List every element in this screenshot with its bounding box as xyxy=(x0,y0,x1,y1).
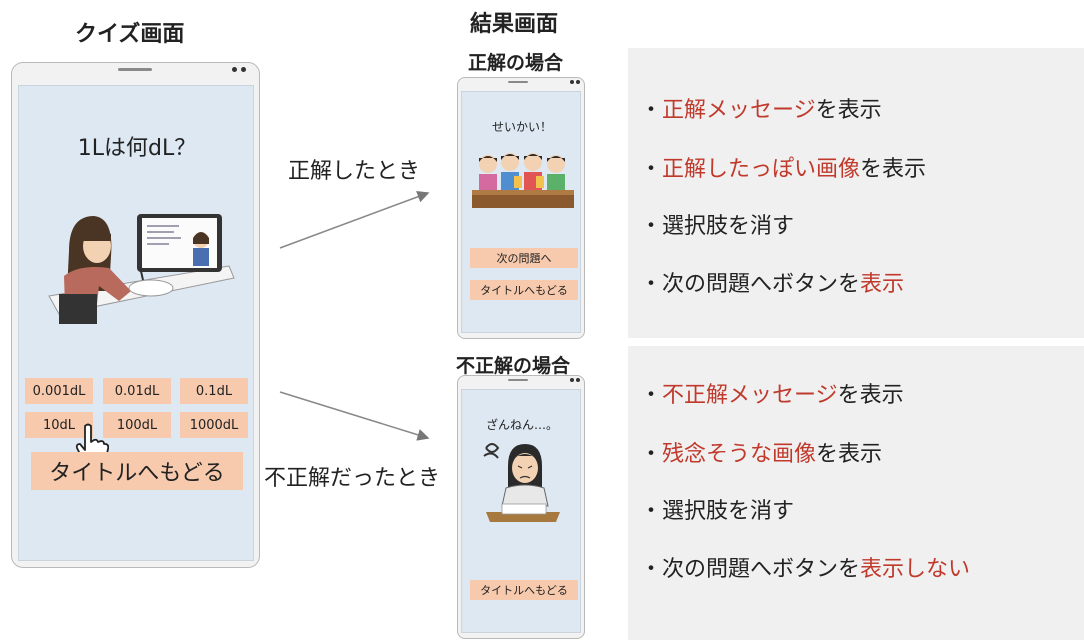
bullet-mark: ・ xyxy=(640,442,663,467)
student-studying-illustration xyxy=(48,214,235,324)
note-text: を表示 xyxy=(816,442,883,467)
answer-option-01[interactable]: 0.1dL xyxy=(180,378,248,404)
correct-note-2: ・正解したっぽい画像を表示 xyxy=(640,151,926,183)
incorrect-arrow xyxy=(279,391,430,441)
note-text: を表示 xyxy=(860,157,927,182)
correct-message: せいかい！ xyxy=(491,120,552,134)
incorrect-title-button[interactable]: タイトルへもどる xyxy=(470,580,578,600)
note-highlight: 不正解メッセージ xyxy=(662,383,838,408)
note-text: 次の問題へボタンを xyxy=(662,557,861,582)
bullet-mark: ・ xyxy=(640,557,663,582)
correct-note-3: ・選択肢を消す xyxy=(640,208,794,240)
answer-option-100[interactable]: 100dL xyxy=(103,412,171,438)
incorrect-message: ざんねん…。 xyxy=(485,418,558,432)
incorrect-notes-panel xyxy=(628,346,1084,640)
incorrect-result-phone-frame: ざんねん…。 タイトルへもどる xyxy=(457,375,585,639)
quiz-screen: 1Lは何dL？ 0.001dL 0.01dL 0.1dL 10dL 100dL xyxy=(18,85,254,561)
correct-note-1: ・正解メッセージを表示 xyxy=(640,92,882,124)
note-text: 次の問題へボタンを xyxy=(662,272,861,297)
note-highlight: 残念そうな画像 xyxy=(662,442,817,467)
correct-result-phone-frame: せいかい！ 次の問題へ タイトルへもどる xyxy=(457,77,585,339)
disappointed-illustration xyxy=(483,443,560,522)
correct-notes-panel xyxy=(628,48,1084,338)
camera-dot-icon xyxy=(232,67,237,72)
question-text: 1Lは何dL？ xyxy=(77,136,197,161)
incorrect-note-3: ・選択肢を消す xyxy=(640,493,794,525)
incorrect-case-heading: 不正解の場合 xyxy=(456,355,571,377)
note-highlight: 表示 xyxy=(860,272,905,297)
note-highlight: 正解したっぽい画像 xyxy=(662,157,861,182)
correct-result-screen: せいかい！ 次の問題へ タイトルへもどる xyxy=(461,91,581,333)
quiz-screen-heading: クイズ画面 xyxy=(75,22,185,47)
bullet-mark: ・ xyxy=(640,214,663,239)
camera-dot-icon xyxy=(241,67,246,72)
celebration-illustration xyxy=(472,153,574,208)
quiz-phone-frame: 1Lは何dL？ 0.001dL 0.01dL 0.1dL 10dL 100dL xyxy=(11,62,260,568)
incorrect-note-1: ・不正解メッセージを表示 xyxy=(640,377,904,409)
flow-arrows xyxy=(279,191,430,441)
note-highlight: 表示しない xyxy=(860,557,971,582)
correct-arrow-label: 正解したとき xyxy=(288,159,421,184)
camera-dot-icon xyxy=(576,378,580,382)
bullet-mark: ・ xyxy=(640,272,663,297)
correct-case-heading: 正解の場合 xyxy=(468,52,564,74)
note-highlight: 正解メッセージ xyxy=(662,98,816,123)
incorrect-arrow-label: 不正解だったとき xyxy=(264,466,441,491)
correct-note-4: ・次の問題へボタンを表示 xyxy=(640,266,904,298)
correct-title-button[interactable]: タイトルへもどる xyxy=(470,280,578,300)
bullet-mark: ・ xyxy=(640,157,663,182)
incorrect-note-2: ・残念そうな画像を表示 xyxy=(640,436,882,468)
note-text: を表示 xyxy=(837,383,904,408)
bullet-mark: ・ xyxy=(640,499,663,524)
answer-option-1000[interactable]: 1000dL xyxy=(180,412,248,438)
speaker-icon xyxy=(118,68,152,71)
incorrect-result-screen: ざんねん…。 タイトルへもどる xyxy=(461,389,581,633)
bullet-mark: ・ xyxy=(640,383,663,408)
camera-dot-icon xyxy=(570,378,574,382)
answer-option-0001[interactable]: 0.001dL xyxy=(25,378,93,404)
note-text: 選択肢を消す xyxy=(662,499,795,524)
note-text: 選択肢を消す xyxy=(662,214,795,239)
next-question-button[interactable]: 次の問題へ xyxy=(470,248,578,268)
camera-dot-icon xyxy=(570,80,574,84)
quiz-title-button[interactable]: タイトルへもどる xyxy=(31,452,243,490)
speaker-icon xyxy=(508,379,528,381)
answer-option-10[interactable]: 10dL xyxy=(25,412,93,438)
speaker-icon xyxy=(508,81,528,83)
note-text: を表示 xyxy=(815,98,882,123)
incorrect-note-4: ・次の問題へボタンを表示しない xyxy=(640,551,970,583)
results-heading: 結果画面 xyxy=(470,12,559,37)
camera-dot-icon xyxy=(576,80,580,84)
answer-option-001[interactable]: 0.01dL xyxy=(103,378,171,404)
correct-arrow xyxy=(279,191,430,249)
bullet-mark: ・ xyxy=(640,98,663,123)
